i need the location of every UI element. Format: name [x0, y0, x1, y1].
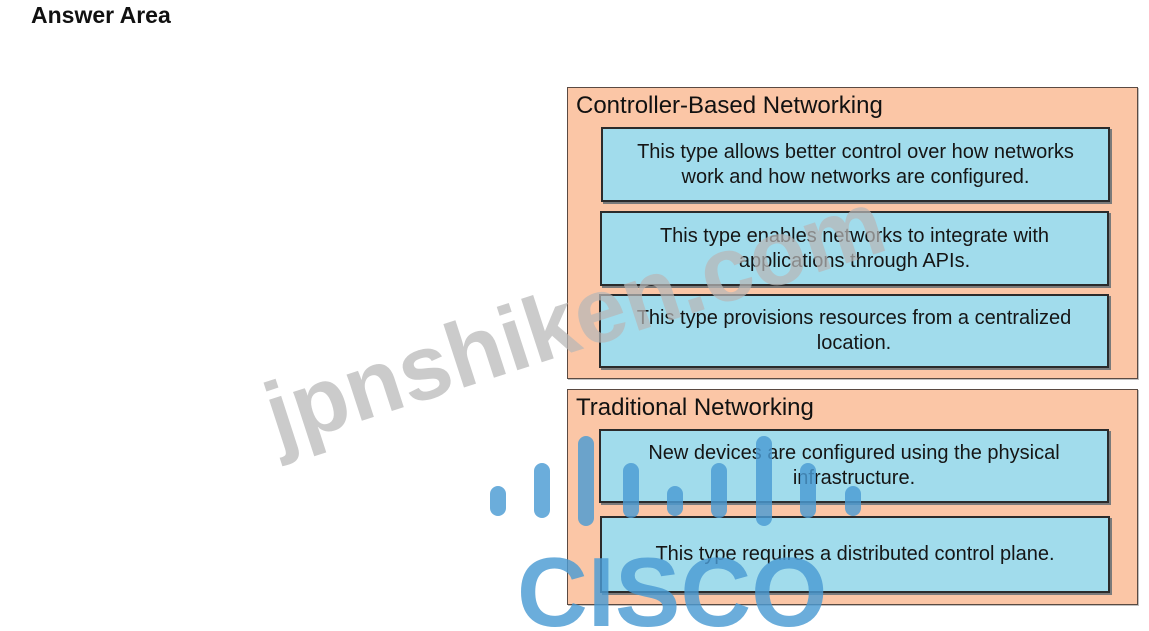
drop-zone-controller-based-networking[interactable]: Controller-Based Networking This type al… — [567, 87, 1138, 379]
drop-zone-traditional-networking[interactable]: Traditional Networking New devices are c… — [567, 389, 1138, 605]
drop-zone-title: Controller-Based Networking — [576, 92, 883, 119]
answer-item-centralized-provisioning[interactable]: This type provisions resources from a ce… — [599, 294, 1109, 368]
answer-area-title: Answer Area — [31, 2, 171, 28]
drop-zone-title: Traditional Networking — [576, 394, 814, 421]
answer-item-better-control[interactable]: This type allows better control over how… — [601, 127, 1110, 202]
answer-item-integrate-apis[interactable]: This type enables networks to integrate … — [600, 211, 1109, 286]
answer-item-distributed-control-plane[interactable]: This type requires a distributed control… — [600, 516, 1110, 593]
answer-item-physical-infrastructure[interactable]: New devices are configured using the phy… — [599, 429, 1109, 503]
